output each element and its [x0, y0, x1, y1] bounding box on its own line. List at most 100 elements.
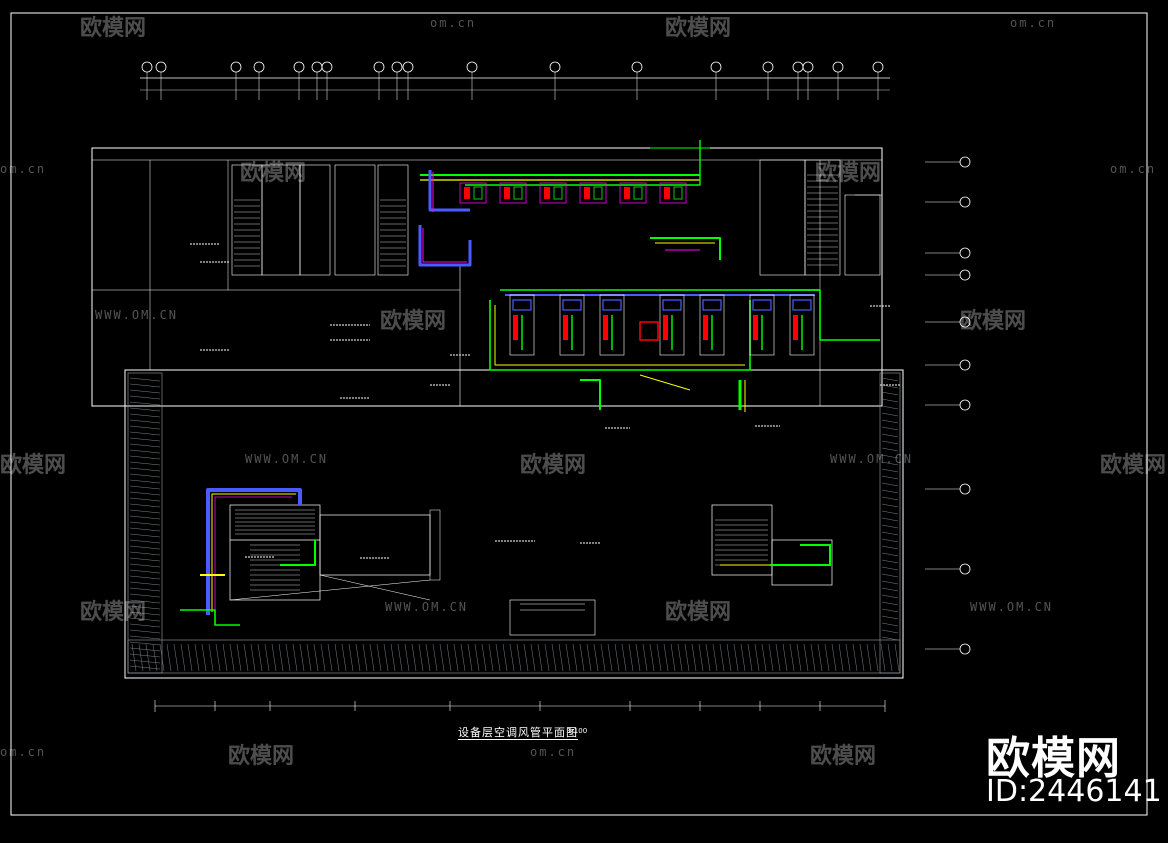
watermark-url: WWW.OM.CN — [95, 308, 179, 322]
hatch-stroke — [684, 643, 690, 672]
hatch-stroke — [740, 643, 746, 672]
hatch-stroke — [439, 643, 445, 672]
hatch-stroke — [129, 431, 161, 436]
axis-bubble — [959, 643, 971, 655]
hatch-stroke — [369, 643, 375, 672]
perimeter-hatch — [127, 372, 901, 674]
hatch-stroke — [129, 401, 161, 406]
hatch-stroke — [271, 643, 277, 672]
hatch-stroke — [278, 643, 284, 672]
hatch-stroke — [579, 643, 585, 672]
watermark-logo: 欧模网 — [0, 453, 67, 478]
hatch-stroke — [222, 643, 228, 672]
hatch-stroke — [881, 426, 899, 431]
watermark-url: om.cn — [0, 162, 47, 176]
hatch-stroke — [129, 425, 161, 430]
axis-bubble — [631, 61, 643, 73]
ahu-block — [559, 294, 585, 356]
hatch-stroke — [348, 643, 354, 672]
hatch-stroke — [129, 485, 161, 490]
hatch-stroke — [129, 389, 161, 394]
hatch-stroke — [775, 643, 781, 672]
stair-treads-upper-right — [807, 174, 838, 266]
hatch-stroke — [803, 643, 809, 672]
hatch-stroke — [866, 643, 872, 672]
hatch-stroke — [726, 643, 732, 672]
hatch-stroke — [264, 643, 270, 672]
hatch-stroke — [129, 551, 161, 556]
hatch-stroke — [537, 643, 543, 672]
ahu-fan — [602, 299, 622, 311]
axis-bubble — [959, 156, 971, 168]
hatch-stroke — [129, 455, 161, 460]
hatch-stroke — [663, 643, 669, 672]
watermark-url: WWW.OM.CN — [385, 600, 469, 614]
hatch-stroke — [881, 622, 899, 627]
hatch-stroke — [129, 587, 161, 592]
watermark-url: WWW.OM.CN — [245, 452, 329, 466]
hatch-stroke — [881, 615, 899, 620]
ahu-damper — [584, 187, 590, 199]
hatch-stroke — [362, 643, 368, 672]
hatch-stroke — [129, 557, 161, 562]
watermark-logo: 欧模网 — [240, 161, 307, 186]
ahu-fan — [562, 299, 582, 311]
ahu-damper — [624, 187, 630, 199]
hatch-stroke — [129, 605, 161, 610]
hatch-stroke — [881, 475, 899, 480]
hatch-stroke — [129, 419, 161, 424]
duct-upper-main — [418, 140, 721, 267]
hatch-stroke — [129, 617, 161, 622]
watermark-logo: 欧模网 — [80, 16, 147, 41]
hatch-stroke — [467, 643, 473, 672]
ahu-block — [659, 182, 687, 204]
hatch-stroke — [383, 643, 389, 672]
ahu-block — [789, 294, 815, 356]
hatch-stroke — [881, 524, 899, 529]
ahu-fan — [662, 299, 682, 311]
hatch-stroke — [881, 482, 899, 487]
hatch-stroke — [621, 643, 627, 672]
stair-core-upper-right — [759, 159, 881, 276]
hatch-stroke — [593, 643, 599, 672]
hatch-stroke — [313, 643, 319, 672]
ahu-block — [619, 182, 647, 204]
ahu-fan — [792, 299, 812, 311]
axis-bubble — [802, 61, 814, 73]
hatch-stroke — [129, 473, 161, 478]
hatch-stroke — [712, 643, 718, 672]
watermark-logo: 欧模网 — [380, 309, 447, 334]
hatch-stroke — [881, 419, 899, 424]
hatch-stroke — [180, 643, 186, 672]
hatch-stroke — [824, 643, 830, 672]
hatch-stroke — [558, 643, 564, 672]
axis-bubble — [253, 61, 265, 73]
axis-bubble — [762, 61, 774, 73]
axis-bubble — [710, 61, 722, 73]
annotation-marks — [190, 243, 900, 559]
hatch-stroke — [481, 643, 487, 672]
top-axis-bubbles — [141, 61, 884, 100]
ahu-damper — [703, 315, 708, 340]
hatch-pattern — [129, 377, 900, 672]
hatch-stroke — [852, 643, 858, 672]
hatch-stroke — [881, 559, 899, 564]
hatch-stroke — [129, 461, 161, 466]
duct-lower-right — [720, 544, 831, 566]
hatch-stroke — [129, 659, 161, 664]
hatch-stroke — [397, 643, 403, 672]
ahu-coil — [673, 186, 683, 200]
hatch-stroke — [881, 433, 899, 438]
hatch-stroke — [194, 643, 200, 672]
hatch-stroke — [411, 643, 417, 672]
hatch-stroke — [859, 643, 865, 672]
ahu-coil — [593, 186, 603, 200]
hatch-stroke — [404, 643, 410, 672]
hatch-stroke — [881, 447, 899, 452]
ahu-fan — [702, 299, 722, 311]
hatch-stroke — [138, 643, 144, 672]
hatch-stroke — [131, 643, 137, 672]
hatch-stroke — [446, 643, 452, 672]
hatch-stroke — [881, 594, 899, 599]
